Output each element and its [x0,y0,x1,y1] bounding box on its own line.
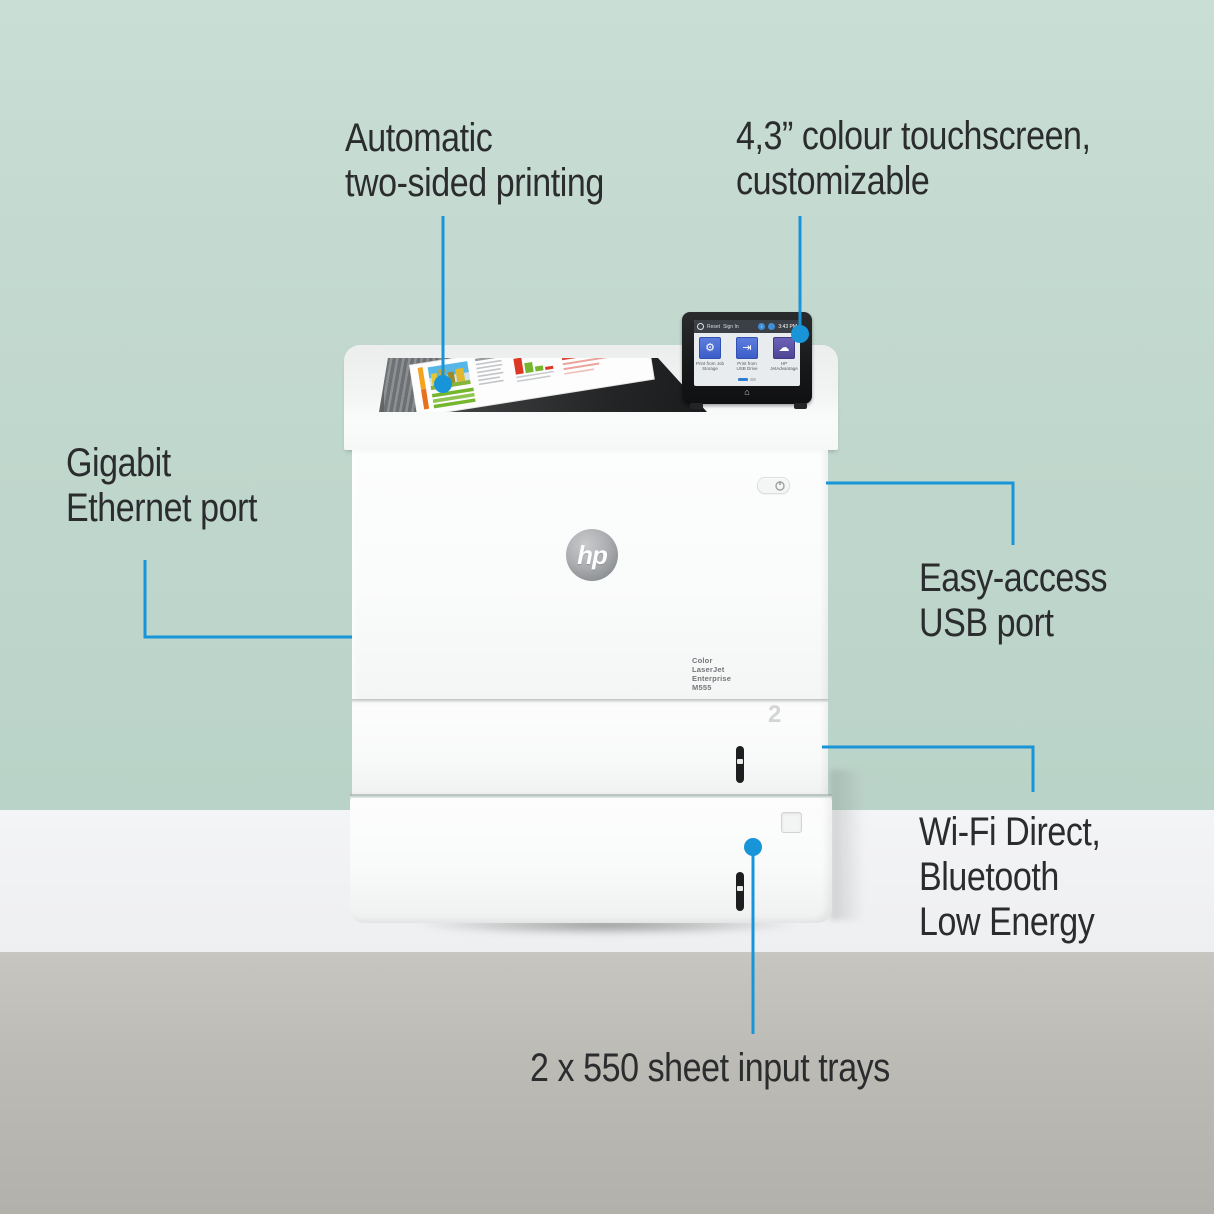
wifi-callout-line [822,745,1035,792]
tray3-paper-gauge [736,872,744,911]
hp-logo-icon [697,323,704,330]
label-ethernet: Gigabit Ethernet port [66,441,258,530]
sign-in-menu-item: Sign In [723,323,739,330]
tile-print-usb-drive: ⇥ Print from USB Drive [733,337,761,371]
duplex-callout-dot [434,375,452,393]
home-screen-tiles: ⚙ Print from Job Storage ⇥ Print from US… [694,337,800,371]
page-indicator-inactive [750,378,756,381]
tray2-paper-gauge [736,746,744,783]
label-usb: Easy-access USB port [919,556,1108,645]
label-touchscreen: 4,3” colour touchscreen, customizable [736,114,1091,203]
seam [350,794,832,798]
touchscreen: Reset Sign In i 3:43 PM ⚙ Print from Job… [694,320,800,386]
panel-foot [794,403,807,409]
tile-label: HP JetAdvantage [770,361,798,371]
cloud-icon: ☁ [773,337,795,359]
touchscreen-statusbar: Reset Sign In i 3:43 PM [694,320,800,333]
usb-callout-line [826,481,1015,545]
network-icon [768,323,776,330]
power-button [757,477,790,494]
usb-icon: ⇥ [736,337,758,359]
power-icon [775,480,785,491]
gauge-notch [737,886,743,891]
label-wifi: Wi-Fi Direct, Bluetooth Low Energy [919,810,1101,944]
control-panel: Reset Sign In i 3:43 PM ⚙ Print from Job… [682,312,812,404]
tile-label: Print from Job Storage [696,361,725,371]
tile-label: Print from USB Drive [736,361,758,371]
ethernet-callout-line [143,560,352,639]
panel-foot [690,403,703,409]
seam [352,699,828,703]
tray3-latch [781,812,802,833]
tile-print-job-storage: ⚙ Print from Job Storage [696,337,724,371]
home-icon: ⌂ [744,387,750,397]
floor-band [0,952,1214,1214]
touchscreen-callout-dot [791,325,809,343]
info-icon: i [758,323,766,330]
printer-side-shadow [830,770,864,920]
tray2-number: 2 [768,701,782,728]
reset-menu-item: Reset [707,323,721,330]
gear-icon: ⚙ [699,337,721,359]
trays-callout-dot [744,838,762,856]
tile-hp-jetadvantage: ☁ HP JetAdvantage [770,337,798,371]
label-duplex: Automatic two-sided printing [345,116,604,205]
clock-text: 3:43 PM [778,323,797,330]
input-tray-2 [352,703,828,795]
page-indicator [694,378,800,381]
gauge-notch [737,759,743,764]
page-indicator-active [738,378,748,381]
model-label: Color LaserJet Enterprise M555 [692,656,732,692]
hp-logo: hp [566,529,618,581]
label-trays: 2 x 550 sheet input trays [530,1046,890,1090]
